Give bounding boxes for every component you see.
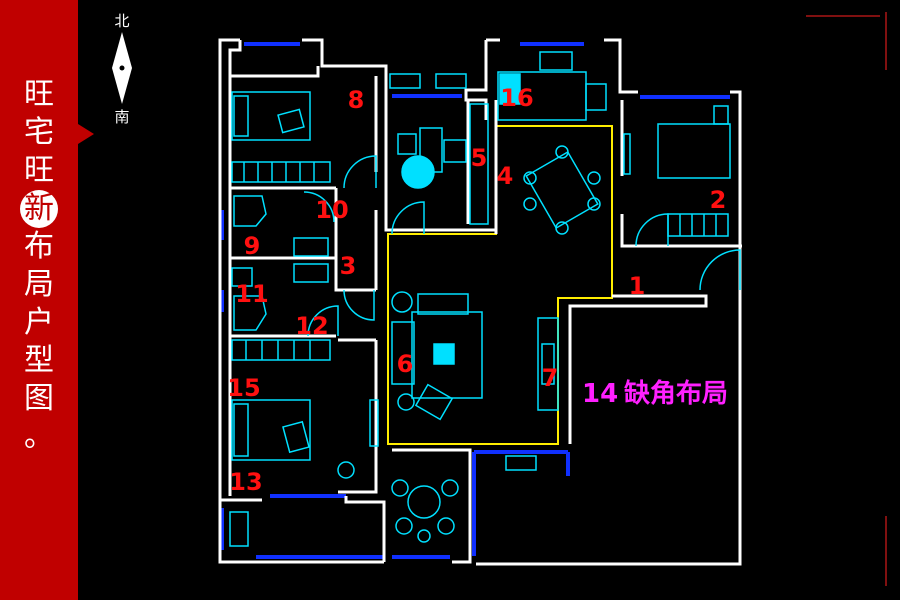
title-char-highlight: 新 [20,190,58,228]
zone-outlines [387,125,613,445]
room-label-4: 4 [497,162,514,190]
title-char: 布 [24,229,54,264]
title-char: 图 [24,381,54,416]
compass-needle-icon [112,32,132,104]
title-char: 局 [24,267,54,302]
title-char: 旺 [24,153,54,188]
frame-marks [806,12,887,586]
title-char: 户 [24,305,54,340]
room-label-10: 10 [315,196,348,224]
room-label-1: 1 [629,272,646,300]
room-label-6: 6 [397,350,414,378]
room-label-2: 2 [710,186,727,214]
missing-corner-text: 缺角布局 [624,378,728,409]
furniture [229,51,731,547]
title-char: 宅 [24,115,54,150]
windows [220,42,730,559]
room-label-16: 16 [500,84,533,112]
vertical-title: 旺 宅 旺 新 布 局 户 型 图 。 [0,76,78,456]
walls [218,38,742,566]
room-label-7: 7 [542,364,559,392]
room-label-8: 8 [348,86,365,114]
door-swings [303,155,741,337]
room-label-12: 12 [295,312,328,340]
missing-corner-number: 14 [582,379,618,409]
title-char: 型 [24,343,54,378]
room-label-13: 13 [229,468,262,496]
compass-north-label: 北 [114,12,130,30]
compass: 北 南 [100,8,144,128]
title-char: 。 [24,419,54,454]
room-label-5: 5 [471,144,488,172]
sidebar-banner [0,0,78,600]
room-label-3: 3 [340,252,357,280]
compass-south-label: 南 [114,108,130,126]
room-label-15: 15 [227,374,260,402]
room-label-9: 9 [244,232,261,260]
sidebar-pointer-arrow [78,124,94,144]
title-char: 旺 [24,77,54,112]
room-label-11: 11 [235,280,268,308]
